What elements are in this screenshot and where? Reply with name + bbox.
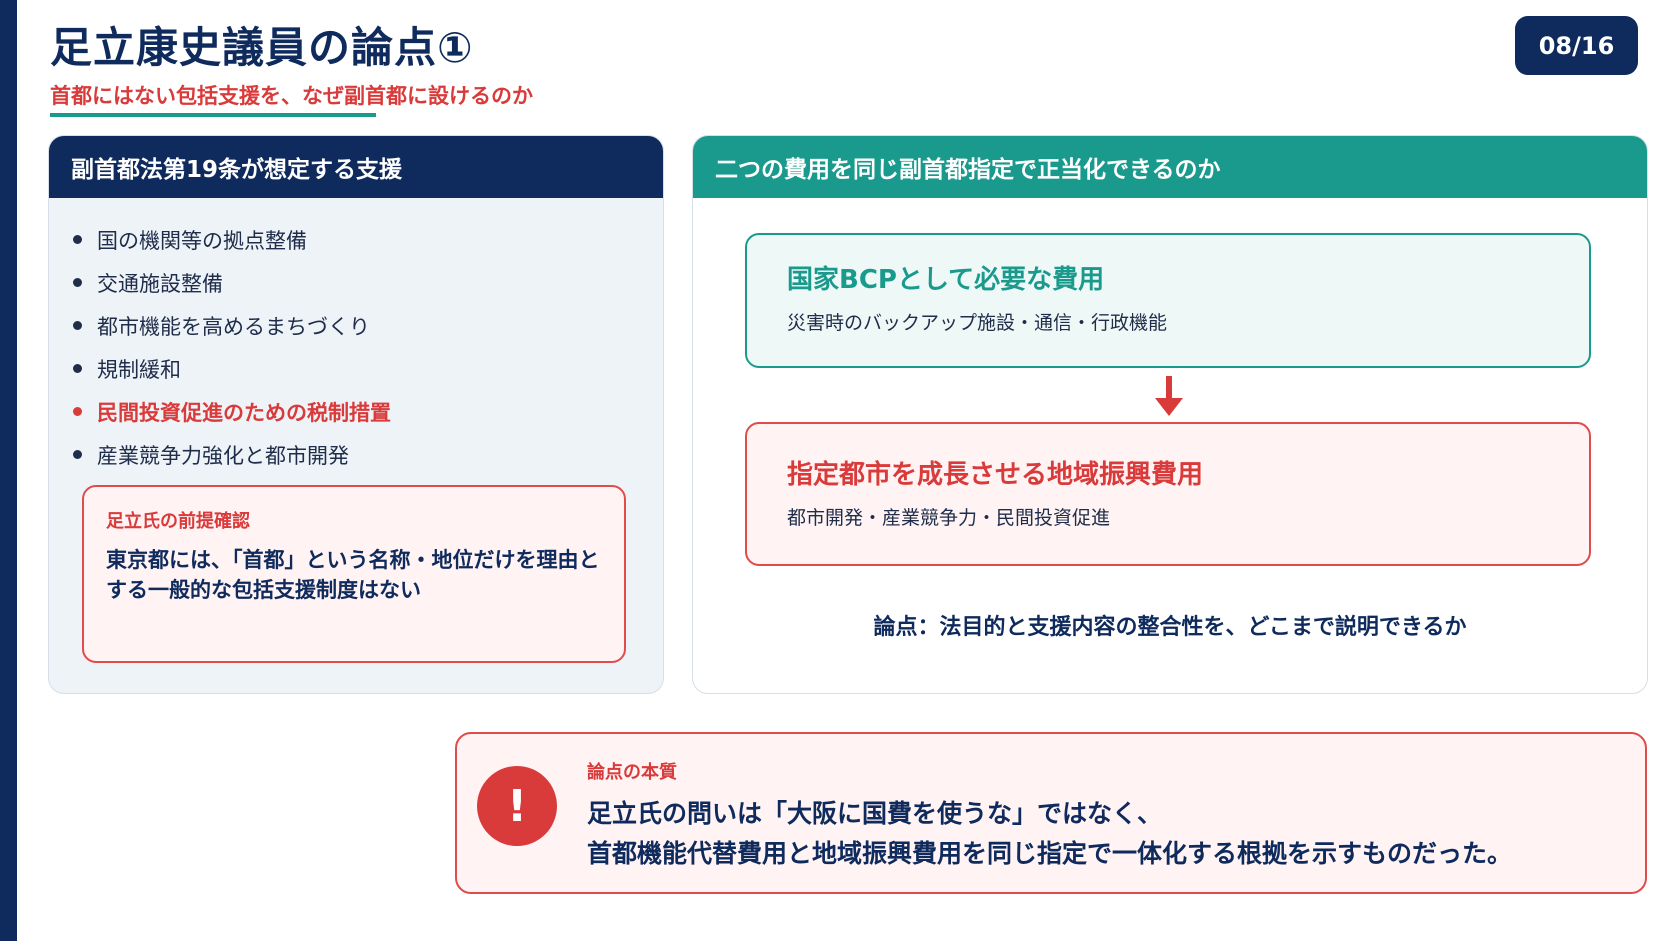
essence-title: 論点の本質 xyxy=(587,762,677,783)
page-number-badge: 08/16 xyxy=(1515,16,1638,75)
premise-text: 東京都には、「首都」という名称・地位だけを理由とする一般的な包括支援制度はない xyxy=(106,548,600,602)
left-accent-bar xyxy=(0,0,17,941)
premise-box: 足立氏の前提確認 東京都には、「首都」という名称・地位だけを理由とする一般的な包… xyxy=(82,485,626,663)
essence-box: ! 論点の本質 足立氏の問いは「大阪に国費を使うな」ではなく、 首都機能代替費用… xyxy=(455,732,1647,894)
support-list-item: 都市機能を高めるまちづくり xyxy=(73,304,663,347)
support-list-item-highlighted: 民間投資促進のための税制措置 xyxy=(73,390,663,433)
premise-title: 足立氏の前提確認 xyxy=(106,511,250,532)
exclamation-icon: ! xyxy=(477,766,557,846)
slide-title: 足立康史議員の論点① xyxy=(50,23,474,72)
support-list-item: 交通施設整備 xyxy=(73,261,663,304)
arrow-down-icon xyxy=(1155,376,1183,416)
bcp-cost-sub: 災害時のバックアップ施設・通信・行政機能 xyxy=(787,312,1168,334)
bullet-dot-icon xyxy=(73,278,82,287)
bullet-dot-icon xyxy=(73,364,82,373)
support-panel-header: 副首都法第19条が想定する支援 xyxy=(49,136,663,198)
bullet-dot-icon xyxy=(73,450,82,459)
support-panel: 副首都法第19条が想定する支援 国の機関等の拠点整備 交通施設整備 都市機能を高… xyxy=(48,135,664,694)
essence-line-2: 首都機能代替費用と地域振興費用を同じ指定で一体化する根拠を示すものだった。 xyxy=(587,839,1513,868)
support-list-item: 規制緩和 xyxy=(73,347,663,390)
bcp-cost-box: 国家BCPとして必要な費用 災害時のバックアップ施設・通信・行政機能 xyxy=(745,233,1591,368)
issue-statement: 論点：法目的と支援内容の整合性を、どこまで説明できるか xyxy=(873,615,1467,640)
slide-subtitle: 首都にはない包括支援を、なぜ副首都に設けるのか xyxy=(50,84,533,108)
bullet-dot-icon xyxy=(73,321,82,330)
subtitle-underline xyxy=(50,113,376,117)
support-list-item: 産業競争力強化と都市開発 xyxy=(73,433,663,476)
essence-line-1: 足立氏の問いは「大阪に国費を使うな」ではなく、 xyxy=(587,799,1163,828)
support-list-item: 国の機関等の拠点整備 xyxy=(73,218,663,261)
bullet-dot-icon xyxy=(73,235,82,244)
growth-cost-box: 指定都市を成長させる地域振興費用 都市開発・産業競争力・民間投資促進 xyxy=(745,422,1591,566)
cost-panel-header: 二つの費用を同じ副首都指定で正当化できるのか xyxy=(693,136,1647,198)
growth-cost-sub: 都市開発・産業競争力・民間投資促進 xyxy=(787,507,1111,529)
bullet-dot-icon xyxy=(73,407,82,416)
support-list: 国の機関等の拠点整備 交通施設整備 都市機能を高めるまちづくり 規制緩和 民間投… xyxy=(49,198,663,476)
bcp-cost-title: 国家BCPとして必要な費用 xyxy=(787,265,1105,295)
cost-panel: 二つの費用を同じ副首都指定で正当化できるのか 国家BCPとして必要な費用 災害時… xyxy=(692,135,1648,694)
growth-cost-title: 指定都市を成長させる地域振興費用 xyxy=(787,460,1204,490)
